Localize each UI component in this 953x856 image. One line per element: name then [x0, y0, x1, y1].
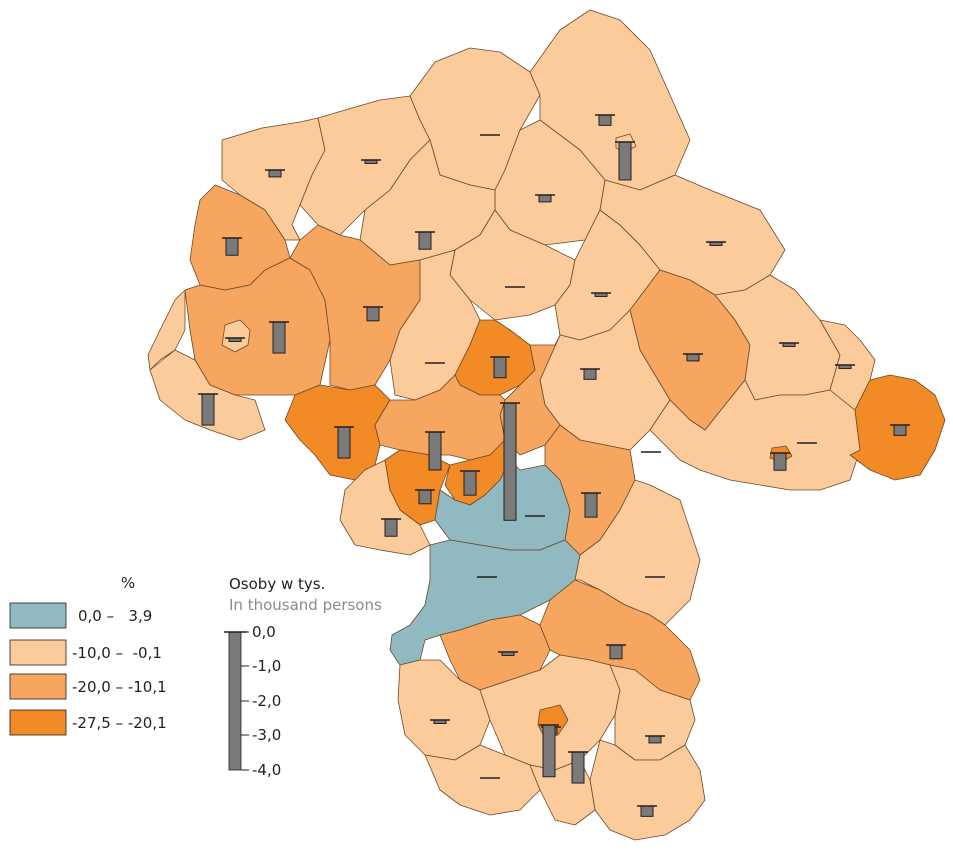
legend-bars: Osoby w tys. In thousand persons 0,0 -1,… [224, 575, 382, 779]
legend-scale-label: -4,0 [252, 761, 281, 779]
region-bar [538, 194, 552, 203]
region-polygon [339, 459, 431, 556]
legend-percent-title: % [121, 574, 135, 592]
region-polygon [574, 479, 701, 626]
region-polygon [439, 614, 551, 691]
legend-scale-label: -2,0 [252, 692, 281, 710]
legend-class-label: 0,0 – 3,9 [78, 607, 152, 625]
region-bar [384, 518, 398, 537]
legend-scale-label: -1,0 [252, 657, 281, 675]
legend-percent: % 0,0 – 3,9 -10,0 – -0,1 -20,0 – -10,1 -… [9, 574, 167, 736]
legend-class-3: -20,0 – -10,1 [9, 673, 167, 700]
region-bar [773, 452, 787, 471]
region-bar [584, 492, 598, 518]
region-polygon [529, 759, 596, 826]
legend-class-label: -20,0 – -10,1 [72, 678, 167, 696]
region-polygon [221, 319, 251, 353]
region-bar [648, 735, 662, 744]
region-bar [272, 321, 286, 354]
region-bar [583, 368, 597, 380]
legend-scale-tick: -2,0 [241, 692, 281, 710]
region-bar [366, 306, 380, 322]
legend-class-label: -27,5 – -20,1 [72, 714, 167, 732]
legend-swatch [9, 673, 67, 700]
regions-layer [147, 9, 946, 841]
region-bar [598, 114, 612, 126]
region-bar [418, 489, 432, 505]
region-bar [893, 424, 907, 436]
legend-class-label: -10,0 – -0,1 [72, 644, 162, 662]
legend-scale-tick: -4,0 [241, 761, 281, 779]
region-bar [463, 470, 477, 496]
region-bar [418, 231, 432, 250]
legend-class-4: -27,5 – -20,1 [9, 709, 167, 736]
region-bar [618, 141, 632, 181]
region-bar [428, 431, 442, 471]
legend-scale-tick: 0,0 [241, 623, 276, 641]
legend-swatch [9, 709, 67, 736]
region-polygon [147, 289, 186, 371]
region-bar [268, 169, 282, 178]
bars-layer [198, 114, 910, 817]
region-bar [225, 237, 239, 256]
legend-scale-tick: -3,0 [241, 726, 281, 744]
legend-bar-title: Osoby w tys. [229, 575, 325, 593]
legend-swatch [9, 639, 67, 666]
legend-bar-subtitle: In thousand persons [229, 596, 382, 614]
region-polygon [589, 739, 706, 841]
region-bar [503, 402, 517, 521]
region-bar [201, 393, 215, 426]
legend-scale-label: 0,0 [252, 623, 276, 641]
legend-class-1: 0,0 – 3,9 [9, 602, 152, 629]
legend-scale-bar [228, 631, 242, 771]
region-bar [571, 751, 585, 784]
legend-scale-tick: -1,0 [241, 657, 281, 675]
region-bar [493, 356, 507, 379]
region-polygon [397, 659, 491, 761]
region-bar [640, 805, 654, 817]
region-bar [542, 724, 556, 778]
region-bar [686, 353, 700, 362]
region-bar [337, 426, 351, 459]
legend-scale-label: -3,0 [252, 726, 281, 744]
region-bar [609, 644, 623, 660]
legend-swatch [9, 602, 67, 629]
legend-class-2: -10,0 – -0,1 [9, 639, 162, 666]
